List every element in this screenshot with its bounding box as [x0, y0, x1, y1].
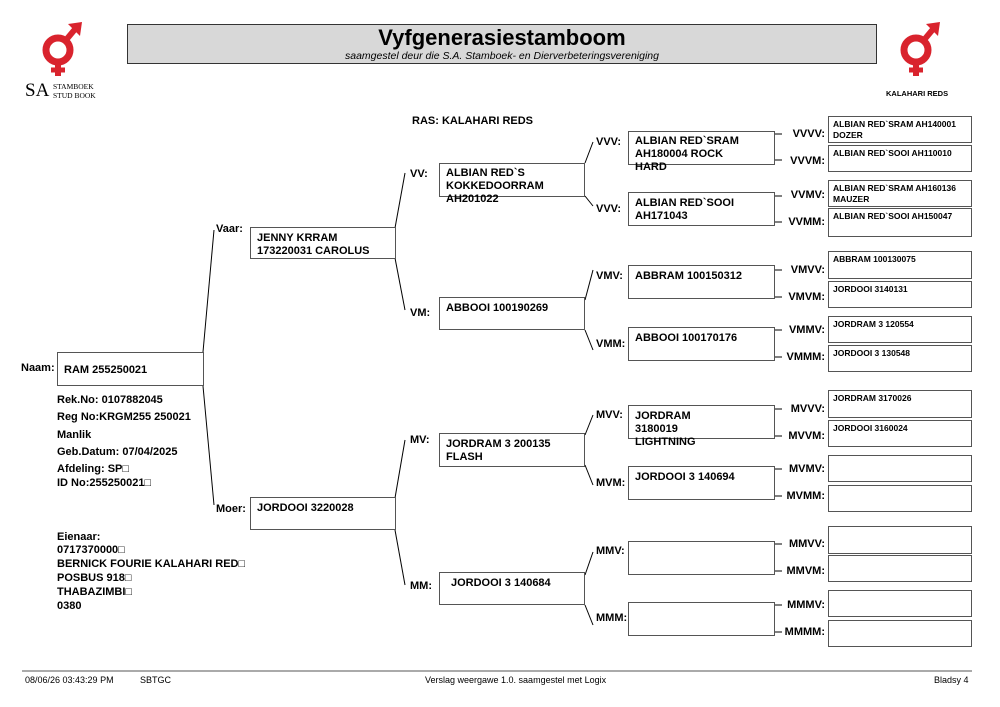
title-banner: Vyfgenerasiestamboom saamgestel deur die… [127, 24, 877, 64]
owner-line: POSBUS 918□ [57, 572, 132, 584]
gen2-box: JORDOOI 3 140684 [439, 572, 585, 605]
gen2-label: VM: [410, 307, 431, 319]
gen4-label: MVMV: [788, 463, 825, 475]
subject-birth-date: Geb.Datum: 07/04/2025 [57, 446, 178, 458]
gen4-box: ABBRAM 100130075 [828, 251, 972, 279]
logo-stamboek-text: STAMBOEK [53, 82, 94, 91]
logo-studbook-text: STUD BOOK [53, 91, 96, 100]
gen4-box: JORDOOI 3140131 [828, 281, 972, 308]
gen3-box: JORDOOI 3 140694 [628, 466, 775, 500]
gen4-label: MMMV: [787, 599, 825, 611]
dam-box: JORDOOI 3220028 [250, 497, 396, 530]
gen2-label: VV: [410, 168, 428, 180]
gen4-label: MMMM: [784, 626, 825, 638]
owner-line: 0717370000□ [57, 544, 125, 556]
sire-box: JENNY KRRAM 173220031 CAROLUS [250, 227, 396, 259]
gen4-box [828, 526, 972, 554]
kalahari-reds-logo: KALAHARI REDS [880, 22, 960, 102]
gen4-box [828, 620, 972, 647]
gen4-box: JORDRAM 3170026 [828, 390, 972, 418]
gen4-label: VVVM: [790, 155, 825, 167]
gen3-label: MMM: [596, 612, 628, 624]
footer-code: SBTGC [140, 675, 172, 685]
owner-line: BERNICK FOURIE KALAHARI RED□ [57, 558, 246, 570]
gen4-label: MMVM: [786, 565, 826, 577]
gen3-box: JORDRAM 3180019 LIGHTNING [628, 405, 775, 448]
footer-datetime: 08/06/26 03:43:29 PM [25, 675, 114, 685]
gen4-box: JORDOOI 3 130548 [828, 345, 972, 372]
gen4-box: JORDRAM 3 120554 [828, 316, 972, 343]
subject-reg-no: Reg No:KRGM255 250021 [57, 411, 191, 423]
sire-label: Vaar: [216, 223, 243, 235]
gen4-label: VMMV: [788, 324, 825, 336]
gen4-label: MVVM: [788, 430, 825, 442]
dam-label: Moer: [216, 503, 246, 515]
gen3-box [628, 602, 775, 636]
footer-version: Verslag weergawe 1.0. saamgestel met Log… [425, 675, 607, 685]
subject-name-box: RAM 255250021 [57, 352, 204, 386]
gen4-label: MVVV: [790, 403, 825, 415]
page-title: Vyfgenerasiestamboom [378, 25, 626, 50]
subject-id-no: ID No:255250021□ [57, 477, 152, 489]
gen4-box: ALBIAN RED`SRAM AH140001 DOZER [828, 116, 972, 143]
subject-section: Afdeling: SP□ [57, 463, 130, 475]
breed-label: RAS: KALAHARI REDS [412, 115, 533, 127]
footer-page-number: Bladsy 4 [934, 675, 969, 685]
owner-label: Eienaar: [57, 531, 101, 543]
gen4-box: ALBIAN RED`SRAM AH160136 MAUZER [828, 180, 972, 207]
gen2-label: MV: [410, 434, 430, 446]
owner-line: THABAZIMBI□ [57, 586, 133, 598]
gen2-label: MM: [410, 580, 432, 592]
owner-line: 0380 [57, 600, 82, 612]
gen3-label: VMV: [596, 270, 623, 282]
gen3-box [628, 541, 775, 575]
gen2-box: ABBOOI 100190269 [439, 297, 585, 330]
gen4-box: JORDOOI 3160024 [828, 420, 972, 447]
gen3-label: MMV: [596, 545, 625, 557]
gen3-label: VMM: [596, 338, 626, 350]
gen4-label: MVMM: [786, 490, 826, 502]
gen2-box: ALBIAN RED`S KOKKEDOORRAM AH201022 [439, 163, 585, 205]
gen4-label: VMVM: [788, 291, 825, 303]
sa-studbook-logo: SA STAMBOEK STUD BOOK [22, 22, 112, 102]
subject-rek-no: Rek.No: 0107882045 [57, 394, 163, 406]
gen3-label: MVM: [596, 477, 626, 489]
gen3-label: MVV: [596, 409, 623, 421]
logo-sa-text: SA [25, 80, 50, 101]
gen3-box: ALBIAN RED`SRAM AH180004 ROCK HARD [628, 131, 775, 173]
page-subtitle: saamgestel deur die S.A. Stamboek- en Di… [344, 50, 659, 62]
gen4-box [828, 485, 972, 512]
gen4-label: VVMV: [790, 189, 825, 201]
subject-sex: Manlik [57, 429, 92, 441]
gen3-label: VVV: [596, 136, 622, 148]
gen4-label: VVVV: [792, 128, 825, 140]
gen4-box: ALBIAN RED`SOOI AH150047 [828, 208, 972, 237]
gen4-box [828, 590, 972, 617]
gen2-box: JORDRAM 3 200135 FLASH [439, 433, 585, 467]
gen4-box [828, 555, 972, 582]
gen3-box: ALBIAN RED`SOOI AH171043 [628, 192, 775, 226]
subject-label: Naam: [21, 362, 55, 374]
gen3-box: ABBRAM 100150312 [628, 265, 775, 299]
logo-kalahari-text: KALAHARI REDS [886, 89, 949, 98]
gen4-label: VMVV: [790, 264, 825, 276]
gen4-box: ALBIAN RED`SOOI AH110010 [828, 145, 972, 172]
gen4-label: VVMM: [788, 216, 825, 228]
gen4-label: VMMM: [786, 351, 826, 363]
gen3-box: ABBOOI 100170176 [628, 327, 775, 361]
gen3-label: VVV: [596, 203, 622, 215]
gen4-box [828, 455, 972, 482]
gen4-label: MMVV: [788, 538, 825, 550]
